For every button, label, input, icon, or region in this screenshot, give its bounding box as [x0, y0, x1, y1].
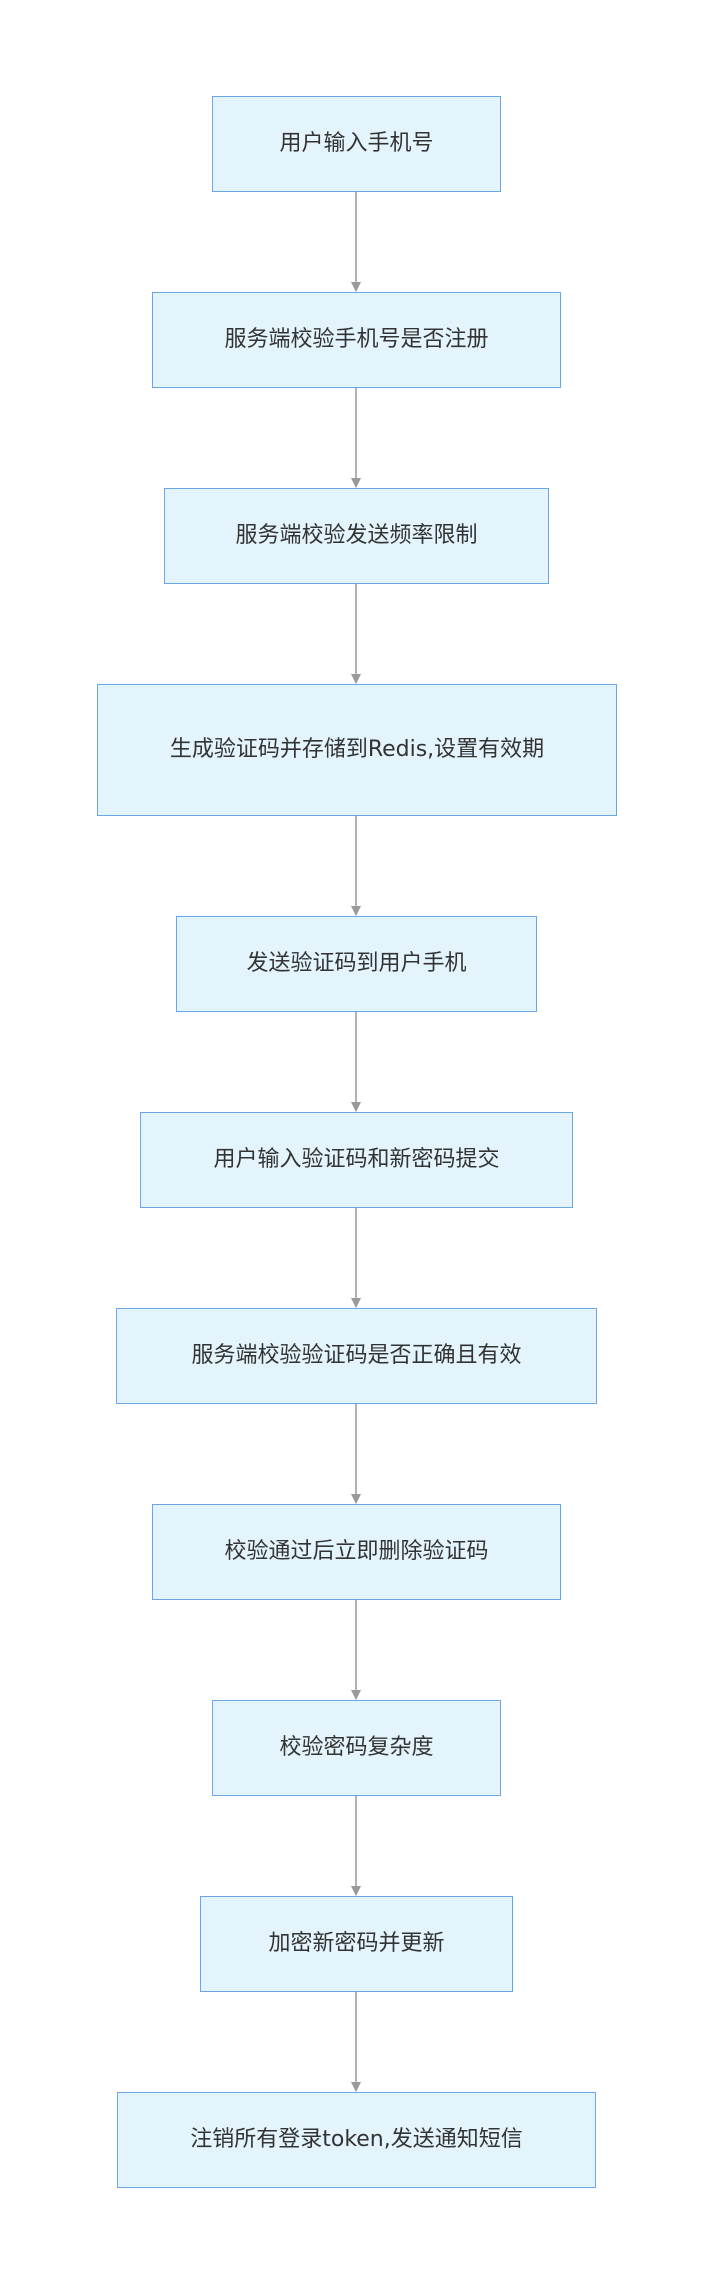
- flow-step: 用户输入验证码和新密码提交: [140, 1112, 573, 1208]
- flow-step: 注销所有登录token,发送通知短信: [117, 2092, 596, 2188]
- flow-step: 校验密码复杂度: [212, 1700, 501, 1796]
- flow-step-label: 发送验证码到用户手机: [246, 951, 467, 976]
- flow-step-label: 注销所有登录token,发送通知短信: [190, 2127, 523, 2152]
- flow-step: 用户输入手机号: [212, 96, 501, 192]
- flow-step-label: 校验密码复杂度: [279, 1735, 434, 1760]
- flow-step: 服务端校验验证码是否正确且有效: [116, 1308, 597, 1404]
- flow-step-label: 校验通过后立即删除验证码: [224, 1539, 489, 1564]
- flow-step: 生成验证码并存储到Redis,设置有效期: [97, 684, 617, 816]
- flow-step: 加密新密码并更新: [200, 1896, 513, 1992]
- flow-step-label: 加密新密码并更新: [268, 1931, 445, 1956]
- flow-step: 发送验证码到用户手机: [176, 916, 537, 1012]
- flow-step-label: 生成验证码并存储到Redis,设置有效期: [169, 737, 545, 762]
- flow-step-label: 用户输入手机号: [279, 131, 434, 156]
- flow-step-label: 服务端校验发送频率限制: [235, 523, 478, 548]
- flow-step: 校验通过后立即删除验证码: [152, 1504, 561, 1600]
- flow-step: 服务端校验手机号是否注册: [152, 292, 561, 388]
- flow-step: 服务端校验发送频率限制: [164, 488, 549, 584]
- flow-step-label: 服务端校验手机号是否注册: [224, 327, 489, 352]
- flow-step-label: 用户输入验证码和新密码提交: [213, 1147, 500, 1172]
- flow-step-label: 服务端校验验证码是否正确且有效: [191, 1343, 522, 1368]
